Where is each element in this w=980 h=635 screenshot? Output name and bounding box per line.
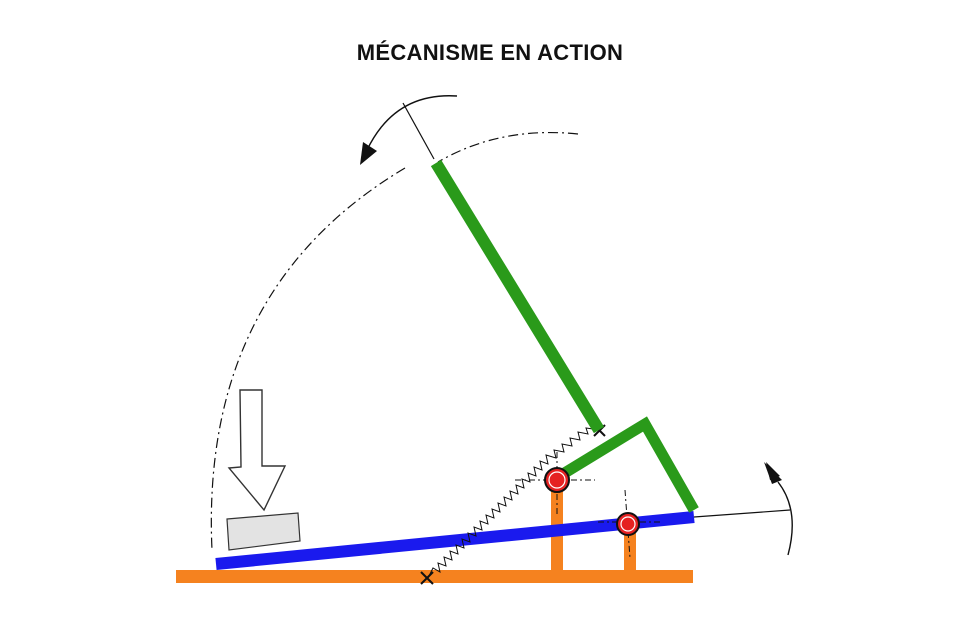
tilting-plate xyxy=(215,511,695,570)
base-rail xyxy=(176,570,693,583)
page-title: MÉCANISME EN ACTION xyxy=(356,40,624,65)
load-block xyxy=(226,512,301,551)
pivot-lower xyxy=(616,512,640,536)
down-arrow-icon xyxy=(227,389,287,512)
swing-arc xyxy=(437,131,579,163)
green-lever-arm xyxy=(555,416,699,513)
cross-mark xyxy=(420,571,434,585)
zigzag-spring xyxy=(427,427,601,579)
curved-arrow-ccw-icon xyxy=(360,95,458,165)
curved-arrow-ccw-icon xyxy=(693,462,793,556)
green-lever xyxy=(430,159,605,434)
pivot-upper xyxy=(544,467,570,493)
swing-arc-lower xyxy=(210,167,406,551)
support-post-right xyxy=(624,524,636,572)
